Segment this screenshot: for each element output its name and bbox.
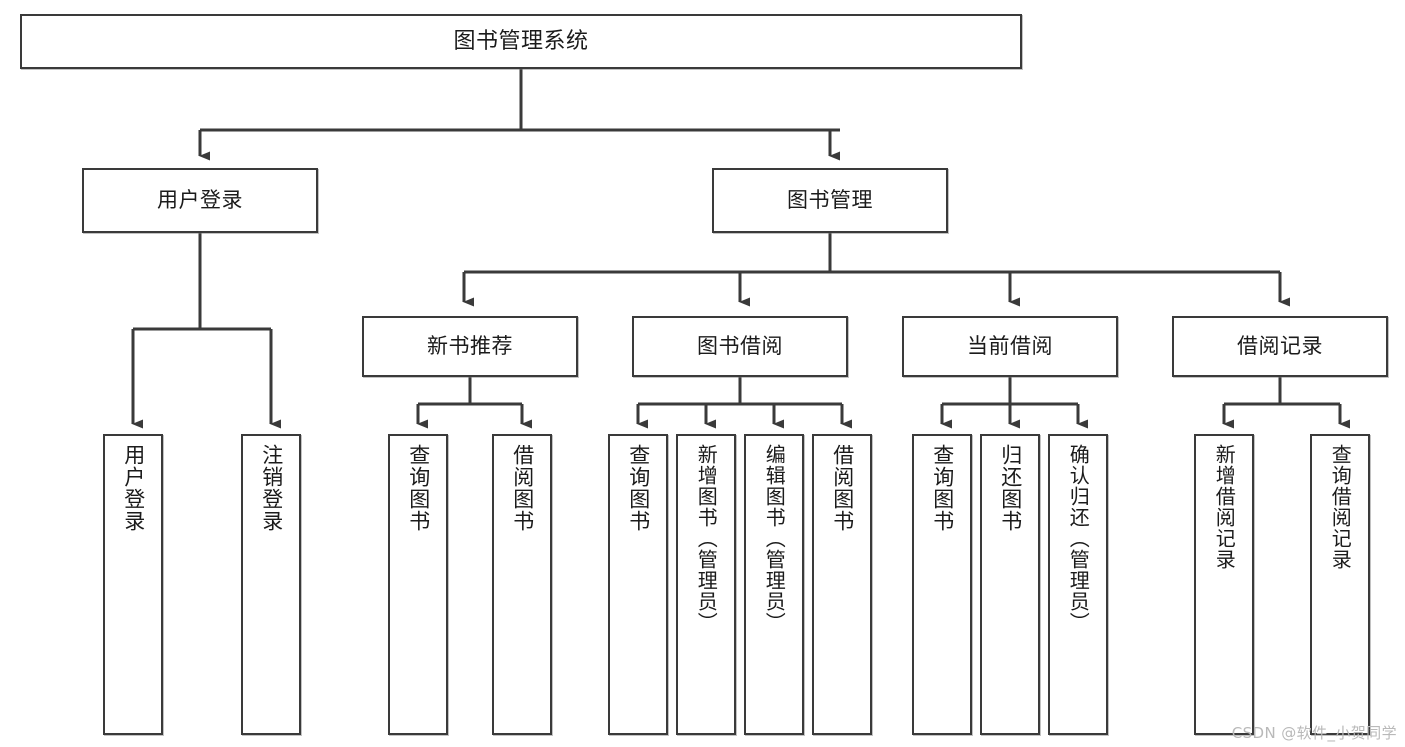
- node-label: 用户登录: [157, 188, 243, 213]
- node-label: 图书借阅: [697, 334, 783, 359]
- node-label: 归还图书: [998, 444, 1023, 532]
- node-label: 查询图书: [930, 444, 955, 532]
- node-label: 编辑图书（管理员）: [762, 444, 787, 633]
- node-book-management[interactable]: 图书管理: [712, 168, 948, 233]
- node-label: 图书管理系统: [453, 28, 589, 54]
- node-current-borrow[interactable]: 当前借阅: [902, 316, 1118, 377]
- leaf-user-login-login[interactable]: 用户登录: [103, 434, 163, 735]
- node-label: 查询图书: [406, 444, 431, 532]
- node-label: 当前借阅: [967, 334, 1053, 359]
- node-label: 借阅图书: [510, 444, 535, 532]
- node-book-borrow[interactable]: 图书借阅: [632, 316, 848, 377]
- node-user-login[interactable]: 用户登录: [82, 168, 318, 233]
- leaf-book-borrow-query[interactable]: 查询图书: [608, 434, 668, 735]
- leaf-book-borrow-edit[interactable]: 编辑图书（管理员）: [744, 434, 804, 735]
- node-label: 确认归还（管理员）: [1066, 444, 1091, 633]
- watermark-text: CSDN @软件_小贺同学: [1231, 724, 1397, 742]
- leaf-new-book-borrow[interactable]: 借阅图书: [492, 434, 552, 735]
- leaf-new-book-query[interactable]: 查询图书: [388, 434, 448, 735]
- node-label: 借阅记录: [1237, 334, 1323, 359]
- node-borrow-record[interactable]: 借阅记录: [1172, 316, 1388, 377]
- node-label: 用户登录: [121, 444, 146, 532]
- node-label: 图书管理: [787, 188, 873, 213]
- leaf-user-login-logout[interactable]: 注销登录: [241, 434, 301, 735]
- node-label: 新书推荐: [427, 334, 513, 359]
- node-new-book-recommend[interactable]: 新书推荐: [362, 316, 578, 377]
- leaf-book-borrow-add[interactable]: 新增图书（管理员）: [676, 434, 736, 735]
- node-label: 查询借阅记录: [1328, 444, 1353, 570]
- node-label: 新增借阅记录: [1212, 444, 1237, 570]
- node-root-system[interactable]: 图书管理系统: [20, 14, 1022, 69]
- node-label: 注销登录: [259, 444, 284, 532]
- node-label: 借阅图书: [830, 444, 855, 532]
- leaf-current-borrow-query[interactable]: 查询图书: [912, 434, 972, 735]
- leaf-current-borrow-return[interactable]: 归还图书: [980, 434, 1040, 735]
- node-label: 新增图书（管理员）: [694, 444, 719, 633]
- leaf-current-borrow-confirm-return[interactable]: 确认归还（管理员）: [1048, 434, 1108, 735]
- leaf-borrow-record-add[interactable]: 新增借阅记录: [1194, 434, 1254, 735]
- leaf-borrow-record-query[interactable]: 查询借阅记录: [1310, 434, 1370, 735]
- leaf-book-borrow-borrow[interactable]: 借阅图书: [812, 434, 872, 735]
- node-label: 查询图书: [626, 444, 651, 532]
